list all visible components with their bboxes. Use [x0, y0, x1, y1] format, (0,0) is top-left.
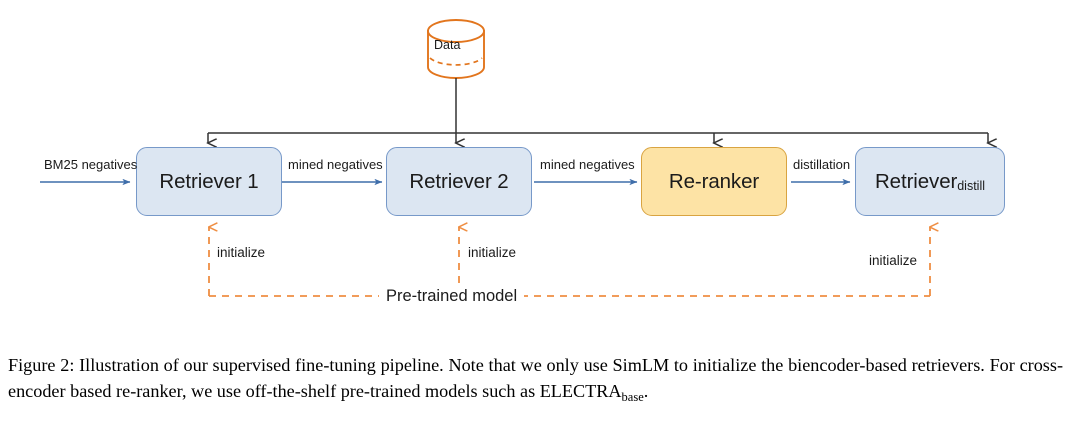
node-retriever-1[interactable]: Retriever 1 [136, 147, 282, 216]
figure-caption: Figure 2: Illustration of our supervised… [8, 352, 1063, 404]
figure-caption-tail: . [643, 381, 649, 402]
edge-label-bm25-negatives: BM25 negatives [44, 157, 138, 172]
node-re-ranker-label: Re-ranker [668, 169, 760, 193]
edge-label-mined-negatives-1: mined negatives [288, 157, 383, 172]
init-label-retriever-1: initialize [217, 245, 266, 260]
node-re-ranker[interactable]: Re-ranker [641, 147, 787, 216]
figure-caption-body: Illustration of our supervised fine-tuni… [8, 355, 1063, 402]
node-retriever-1-label: Retriever 1 [159, 169, 259, 193]
init-label-retriever-distill: initialize [869, 253, 918, 268]
figure-caption-subscript: base [621, 390, 644, 405]
node-retriever-distill-label: Retriever [874, 169, 958, 193]
cylinder-icon [427, 19, 485, 79]
node-retriever-distill-subscript: distill [957, 178, 986, 193]
edge-label-distillation: distillation [793, 157, 851, 172]
pretrained-init-bus [209, 227, 930, 297]
edge-label-mined-negatives-2: mined negatives [540, 157, 635, 172]
node-retriever-2[interactable]: Retriever 2 [386, 147, 532, 216]
data-source-label: Data [434, 38, 461, 52]
figure-caption-number: Figure 2: [8, 355, 75, 375]
pipeline-diagram [40, 19, 1071, 297]
init-label-retriever-2: initialize [468, 245, 517, 260]
pretrained-model-label: Pre-trained model [379, 288, 525, 305]
node-retriever-2-label: Retriever 2 [409, 169, 509, 193]
data-distribution-tree [208, 78, 988, 143]
